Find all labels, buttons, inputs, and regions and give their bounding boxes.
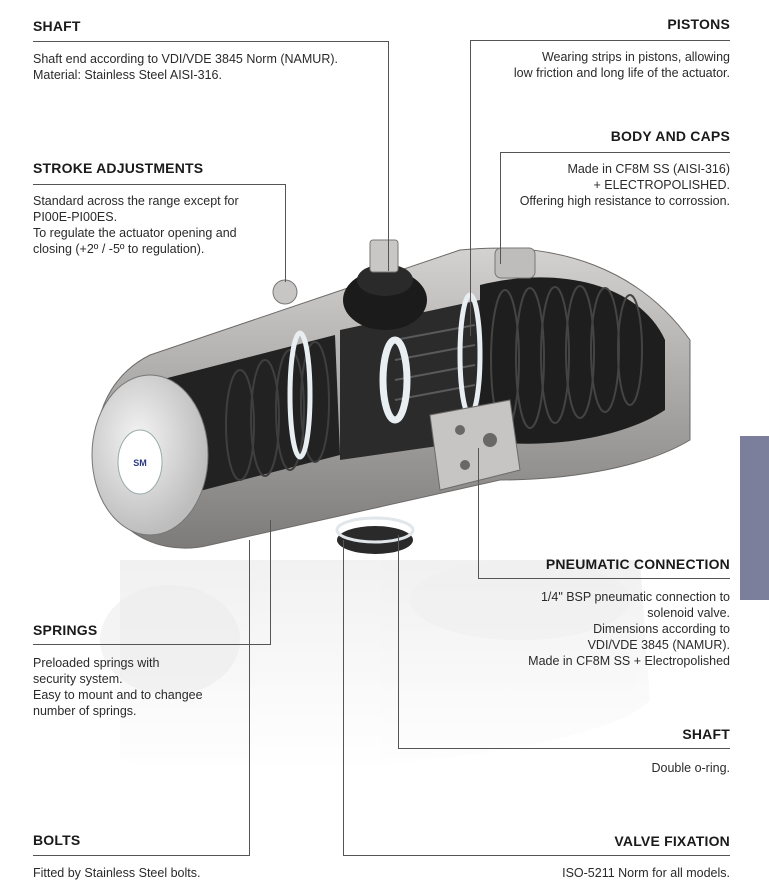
pistons-description: Wearing strips in pistons, allowing low … [514, 49, 730, 81]
valve-fixation-line-1: ISO-5211 Norm for all models. [562, 866, 730, 880]
leader-body-h [500, 152, 730, 153]
pneumatic-line-4: VDI/VDE 3845 (NAMUR). [587, 638, 730, 652]
leader-valve-fixation-h [343, 855, 730, 856]
shaft-bottom-line-1: Double o-ring. [651, 761, 730, 775]
springs-line-2: security system. [33, 672, 123, 686]
stroke-line-2: PI00E-PI00ES. [33, 210, 118, 224]
shaft-top-line-1: Shaft end according to VDI/VDE 3845 Norm… [33, 52, 338, 66]
leader-bolts-v [249, 540, 250, 855]
leader-pistons-v [470, 40, 471, 336]
stroke-line-1: Standard across the range except for [33, 194, 239, 208]
shaft-top-description: Shaft end according to VDI/VDE 3845 Norm… [33, 51, 338, 83]
springs-title: SPRINGS [33, 622, 98, 638]
bolts-title: BOLTS [33, 832, 81, 848]
springs-line-3: Easy to mount and to changee [33, 688, 203, 702]
valve-fixation-description: ISO-5211 Norm for all models. [562, 865, 730, 881]
actuator-body: SM [91, 239, 691, 554]
stroke-title: STROKE ADJUSTMENTS [33, 160, 204, 176]
body-caps-line-2: + ELECTROPOLISHED. [593, 178, 731, 192]
leader-springs-v [270, 520, 271, 644]
leader-body-v [500, 152, 501, 264]
leader-shaft-bottom-h [398, 748, 730, 749]
leader-shaft-top-h [33, 41, 388, 42]
pistons-line-1: Wearing strips in pistons, allowing [541, 50, 730, 64]
leader-pistons-h [470, 40, 730, 41]
actuator-reflection [100, 560, 650, 772]
cap-label: SM [133, 458, 147, 468]
stroke-line-3: To regulate the actuator opening and [33, 226, 237, 240]
body-caps-line-3: Offering high resistance to corrossion. [519, 194, 730, 208]
leader-shaft-bottom-v [398, 535, 399, 748]
stroke-line-4: closing (+2º / -5º to regulation). [33, 242, 205, 256]
shaft-top-line-2: Material: Stainless Steel AISI-316. [33, 68, 222, 82]
pneumatic-line-1: 1/4" BSP pneumatic connection to [540, 590, 730, 604]
bolts-line-1: Fitted by Stainless Steel bolts. [33, 866, 201, 880]
body-caps-description: Made in CF8M SS (AISI-316) + ELECTROPOLI… [520, 161, 730, 209]
valve-fixation-title: VALVE FIXATION [614, 833, 730, 849]
body-caps-title: BODY AND CAPS [610, 128, 730, 144]
leader-shaft-top-v [388, 41, 389, 271]
pistons-line-2: low friction and long life of the actuat… [513, 66, 730, 80]
springs-line-4: number of springs. [33, 704, 137, 718]
shaft-bottom-title: SHAFT [682, 726, 730, 742]
stroke-description: Standard across the range except for PI0… [33, 193, 239, 257]
shaft-bottom-description: Double o-ring. [651, 760, 730, 776]
pneumatic-title: PNEUMATIC CONNECTION [545, 556, 730, 572]
springs-line-1: Preloaded springs with [33, 656, 160, 670]
pistons-title: PISTONS [667, 16, 730, 32]
side-tab-marker [740, 436, 769, 600]
leader-valve-fixation-v [343, 540, 344, 855]
springs-description: Preloaded springs with security system. … [33, 655, 203, 719]
bolts-description: Fitted by Stainless Steel bolts. [33, 865, 200, 881]
leader-pneumatic-v [478, 448, 479, 578]
shaft-top-title: SHAFT [33, 18, 81, 34]
leader-bolts-h [33, 855, 250, 856]
leader-stroke-h [33, 184, 286, 185]
leader-springs-h [33, 644, 271, 645]
pneumatic-line-3: Dimensions according to [593, 622, 730, 636]
pneumatic-description: 1/4" BSP pneumatic connection to solenoi… [528, 589, 730, 669]
pneumatic-line-2: solenoid valve. [647, 606, 730, 620]
leader-pneumatic-h [478, 578, 730, 579]
body-caps-line-1: Made in CF8M SS (AISI-316) [567, 162, 730, 176]
leader-stroke-v [285, 184, 286, 282]
pneumatic-line-5: Made in CF8M SS + Electropolished [528, 654, 730, 668]
